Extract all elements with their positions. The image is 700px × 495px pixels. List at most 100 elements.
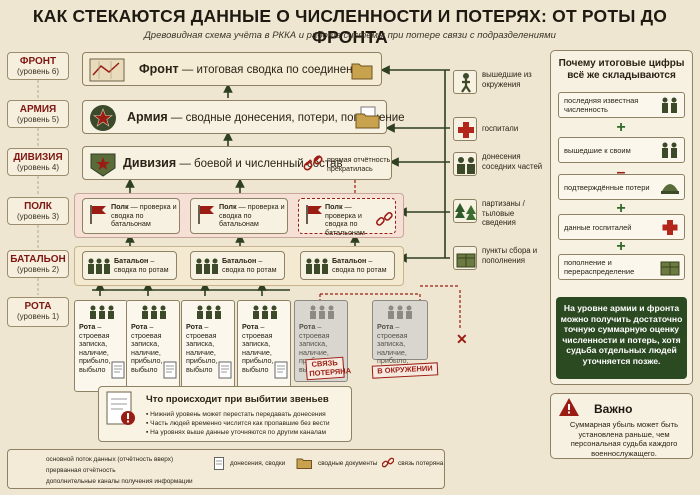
supply-crate-icon — [456, 253, 476, 268]
report-doc-icon — [274, 361, 288, 379]
soldiers-icon — [142, 305, 166, 319]
army-name: Армия — [127, 110, 168, 124]
operator-plus-1: + — [616, 119, 626, 136]
operator-plus-3: + — [616, 238, 626, 255]
soldiers-icon — [88, 258, 110, 274]
soldiers-group-icon — [457, 157, 475, 174]
regiment-node-3: Полк — проверка и сводка по батальонам — [298, 198, 396, 236]
totals-conclusion: На уровне армии и фронта можно получить … — [556, 297, 687, 379]
side-channel-neighbors: донесения соседних частей — [453, 152, 546, 182]
totals-item-hospitals: данные госпиталей — [558, 214, 685, 240]
front-desc: — итоговая сводка по соединениям — [178, 64, 374, 76]
important-box — [550, 393, 693, 459]
army-desc: — сводные донесения, потери, пополнение — [167, 112, 405, 124]
soldiers-icon — [90, 305, 114, 319]
division-desc: — боевой и численный состав — [176, 158, 343, 170]
front-name: Фронт — [139, 62, 179, 76]
company-card-2: Рота – строевая записка, наличие, прибыл… — [126, 300, 180, 392]
soldiers-icon — [306, 258, 328, 274]
broken-link-icon — [382, 457, 394, 468]
division-node: Дивизия — боевой и численный состав прям… — [82, 146, 392, 180]
legend-docs: сводные документы — [318, 460, 378, 467]
flag-icon — [198, 205, 214, 224]
star-emblem-icon — [90, 105, 116, 131]
broken-report-note: прямая отчётность прекратилась — [327, 155, 391, 173]
soldiers-icon — [662, 142, 677, 158]
soldier-walking-icon — [461, 73, 471, 93]
page-subtitle: Древовидная схема учёта в РККА и работа … — [144, 30, 556, 41]
soldiers-icon — [253, 305, 277, 319]
document-icon — [106, 391, 135, 425]
battalion-node-1: Батальон – сводка по ротам — [82, 251, 177, 280]
operator-minus: – — [616, 164, 626, 181]
side-channel-supply: пункты сбора и пополнения — [453, 246, 546, 276]
totals-item-returned: вышедшие к своим — [558, 137, 685, 163]
level-label-battalion: БАТАЛЬОН(уровень 2) — [7, 250, 69, 278]
report-doc-icon — [111, 361, 125, 379]
legend-main-flow: основной поток данных (отчётность вверх) — [46, 456, 174, 463]
broken-link-icon — [303, 155, 323, 171]
important-title: Важно — [594, 402, 633, 416]
svg-text:✕: ✕ — [456, 331, 468, 347]
army-node: Армия — сводные донесения, потери, попол… — [82, 100, 405, 134]
warning-icon — [559, 398, 579, 416]
legend-reports: донесения, сводки — [230, 460, 286, 467]
soldiers-icon — [196, 258, 218, 274]
company-card-1: Рота – строевая записка, наличие, прибыл… — [74, 300, 128, 392]
report-doc-icon — [214, 457, 224, 470]
supply-crate-icon — [660, 261, 680, 276]
regiment-node-1: Полк — проверка и сводка по батальонам — [82, 198, 180, 234]
front-node: Фронт — итоговая сводка по соединениям — [82, 52, 382, 86]
what-happens-title: Что происходит при выбитии звеньев — [146, 394, 329, 405]
side-channel-escaped: вышедшие из окружения — [453, 70, 546, 100]
report-doc-icon — [218, 361, 232, 379]
report-doc-icon — [163, 361, 177, 379]
flag-icon — [90, 205, 106, 224]
company-card-4: Рота – строевая записка, наличие, прибыл… — [237, 300, 291, 392]
red-cross-icon — [662, 220, 678, 235]
map-icon — [89, 58, 125, 82]
division-name: Дивизия — [123, 156, 177, 170]
legend — [7, 449, 445, 489]
soldiers-icon — [388, 305, 412, 319]
totals-item-last-known: последняя известная численность — [558, 92, 685, 118]
level-label-division: ДИВИЗИЯ(уровень 4) — [7, 148, 69, 176]
stamp-link-lost: СВЯЗЬ ПОТЕРЯНА — [305, 356, 351, 381]
what-happens-box — [98, 386, 352, 442]
legend-broken: прерванная отчётность — [46, 467, 116, 474]
battalion-node-2: Батальон – сводка по ротам — [190, 251, 285, 280]
what-happens-bullet: ▪ Нижний уровень может перестать передав… — [146, 411, 326, 418]
level-label-front: ФРОНТ(уровень 6) — [7, 52, 69, 80]
what-happens-bullet: ▪ На уровнях выше данные уточняются по д… — [146, 429, 327, 436]
legend-extra: дополнительные каналы получения информац… — [46, 478, 193, 485]
folder-icon — [351, 63, 373, 80]
what-happens-bullet: ▪ Часть людей временно числится как проп… — [146, 420, 330, 427]
flag-icon — [306, 205, 322, 224]
folder-icon — [296, 458, 312, 469]
level-label-army: АРМИЯ(уровень 5) — [7, 100, 69, 128]
regiment-node-2: Полк — проверка и сводка по батальонам — [190, 198, 288, 234]
totals-item-confirmed-losses: подтверждённые потери — [558, 174, 685, 200]
side-channel-partisans: партизаны / тыловые сведения — [453, 199, 546, 229]
totals-item-replenishment: пополнение и перераспределение — [558, 254, 685, 280]
legend-link-lost: связь потеряна — [398, 460, 444, 467]
red-cross-icon — [458, 122, 474, 138]
soldiers-icon — [197, 305, 221, 319]
soldiers-icon — [662, 97, 677, 113]
totals-panel-title: Почему итоговые цифры всё же складываютс… — [558, 58, 685, 81]
broken-link-icon — [375, 211, 393, 226]
helmet-icon — [661, 184, 679, 194]
company-card-encircled: Рота – строевая записка, наличие, прибыл… — [372, 300, 428, 373]
page-title: КАК СТЕКАЮТСЯ ДАННЫЕ О ЧИСЛЕННОСТИ И ПОТ… — [32, 6, 668, 47]
division-emblem-icon — [90, 153, 116, 177]
level-label-regiment: ПОЛК(уровень 3) — [7, 197, 69, 225]
company-card-3: Рота – строевая записка, наличие, прибыл… — [181, 300, 235, 392]
battalion-node-3: Батальон – сводка по ротам — [300, 251, 395, 280]
important-text: Суммарная убыль может быть установлена р… — [569, 420, 679, 458]
operator-plus-2: + — [616, 200, 626, 217]
folder-docs-icon — [355, 106, 380, 129]
side-channel-hospitals: госпитали — [453, 117, 546, 147]
what-happens-list: ▪ Нижний уровень может перестать передав… — [146, 410, 330, 437]
soldiers-icon — [310, 305, 334, 319]
forest-icon — [455, 203, 476, 220]
